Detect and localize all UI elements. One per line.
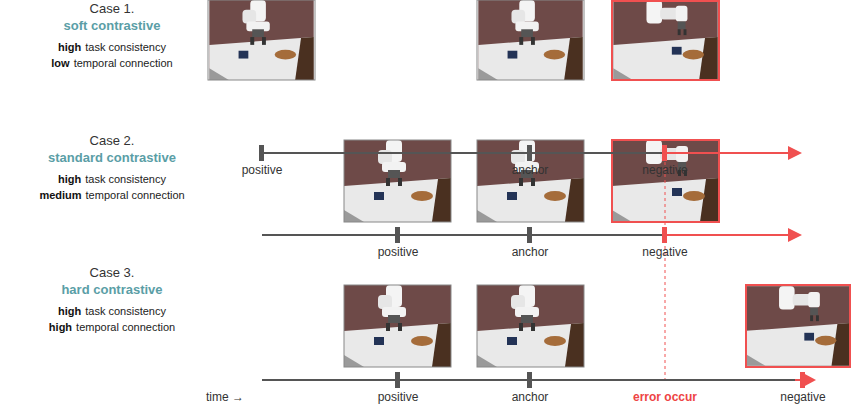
text-line: high task consistency	[58, 173, 166, 186]
property-text: temporal connection	[74, 57, 173, 70]
tick-label: negative	[642, 163, 687, 177]
text-line: medium temporal connection	[39, 189, 184, 202]
method-name: hard contrastive	[61, 282, 162, 298]
tick-label: negative	[642, 245, 687, 259]
property-text: temporal connection	[86, 189, 185, 202]
property-text: temporal connection	[76, 321, 175, 334]
level-word: high	[58, 173, 81, 186]
level-word: high	[49, 321, 72, 334]
tick-label: positive	[242, 163, 283, 177]
case-title: Case 2.	[90, 133, 135, 149]
axis-label: time →	[206, 390, 244, 404]
case-title: Case 1.	[90, 1, 135, 17]
tick-label: anchor	[512, 163, 549, 177]
text-line: high task consistency	[58, 41, 166, 54]
property-text: task consistency	[85, 41, 166, 54]
text-line: high task consistency	[58, 305, 166, 318]
tick-label: positive	[378, 245, 419, 259]
level-word: medium	[39, 189, 81, 202]
tick-label: positive	[378, 390, 419, 404]
level-word: low	[51, 57, 69, 70]
property-text: task consistency	[85, 173, 166, 186]
tick-label: anchor	[512, 245, 549, 259]
tick-label: anchor	[512, 390, 549, 404]
level-word: high	[58, 305, 81, 318]
method-name: standard contrastive	[48, 150, 176, 166]
case-title: Case 3.	[90, 265, 135, 281]
property-text: task consistency	[85, 305, 166, 318]
error-label: error occur	[633, 390, 697, 404]
text-line: low temporal connection	[51, 57, 172, 70]
tick-label: negative	[780, 390, 825, 404]
method-name: soft contrastive	[64, 18, 161, 34]
level-word: high	[58, 41, 81, 54]
text-line: high temporal connection	[49, 321, 175, 334]
